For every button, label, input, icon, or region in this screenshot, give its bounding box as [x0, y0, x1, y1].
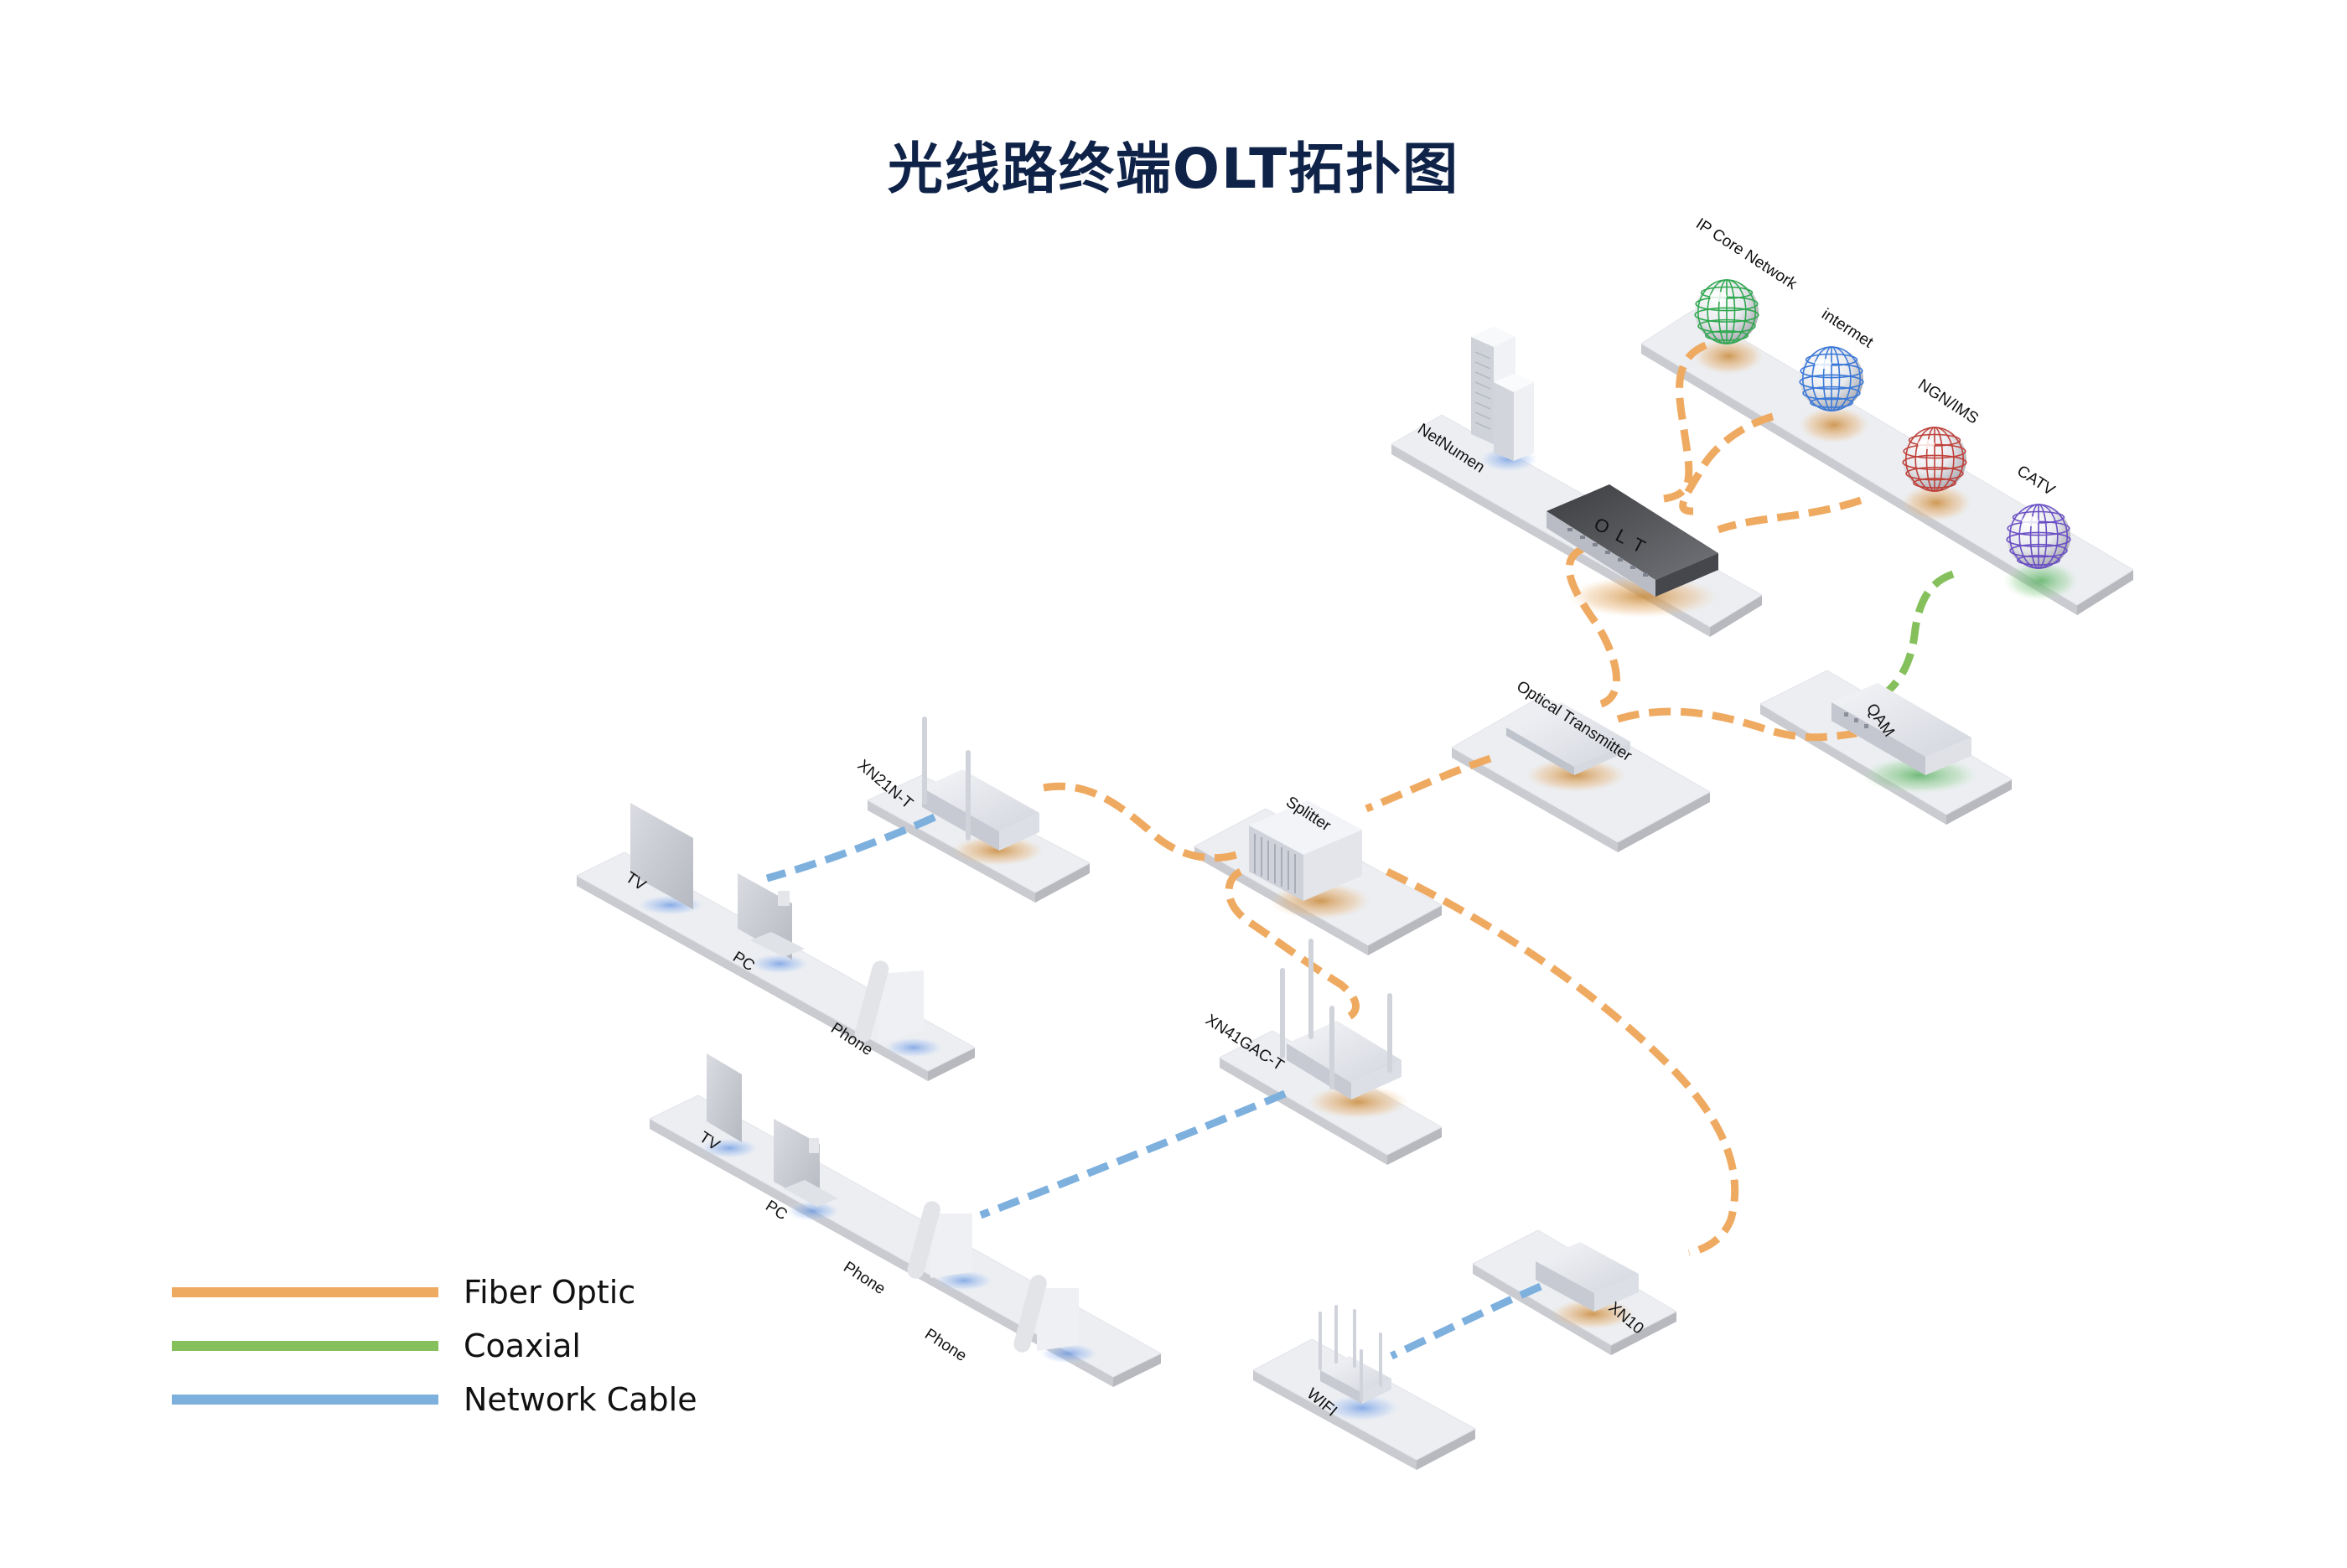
globe-internet[interactable]	[1799, 346, 1864, 411]
cable-optical-qam	[1616, 707, 1857, 742]
ont-box-icon[interactable]	[1536, 1242, 1639, 1312]
globe-grid-icon	[2006, 504, 2071, 569]
cable-internet-olt	[1679, 412, 1774, 515]
server-tower-icon[interactable]	[1471, 327, 1534, 461]
legend-item-network: Network Cable	[172, 1373, 697, 1426]
legend-label-coaxial: Coaxial	[464, 1327, 581, 1364]
optical-transmitter-icon[interactable]	[1506, 702, 1630, 775]
qam-device-icon[interactable]	[1831, 683, 1971, 775]
cable-ipcore-olt	[1663, 341, 1707, 503]
label-catv: CATV	[2013, 463, 2058, 500]
label-home2-phone-2: Phone	[921, 1326, 970, 1366]
glow-xn41gac-t	[1308, 1085, 1408, 1119]
router-2-antenna-icon[interactable]	[922, 717, 1039, 851]
legend-label-network: Network Cable	[464, 1381, 697, 1418]
home2-tv[interactable]	[707, 1053, 742, 1142]
cable-xn21nt-pc	[765, 813, 936, 882]
glow-qam	[1861, 757, 1978, 794]
glow-home2-tv	[700, 1138, 759, 1158]
globe-ngn-ims[interactable]	[1902, 427, 1967, 492]
home1-phone[interactable]	[852, 959, 924, 1044]
glow-home1-pc	[750, 954, 809, 974]
label-ngn-ims: NGN/IMS	[1914, 376, 1982, 428]
globe-catv[interactable]	[2006, 504, 2071, 569]
legend: Fiber Optic Coaxial Network Cable	[172, 1265, 697, 1426]
olt-switch-icon[interactable]: OLT	[1547, 484, 1718, 597]
home1-pc[interactable]	[738, 873, 805, 960]
cable-splitter-xn41gact	[1225, 867, 1360, 1022]
glow-ip-core	[1693, 338, 1764, 375]
legend-item-fiber: Fiber Optic	[172, 1265, 697, 1319]
home1-tv[interactable]	[630, 803, 693, 909]
globe-highlight	[1710, 292, 1727, 302]
home2-phone-1[interactable]	[905, 1199, 972, 1281]
cable-xn41gact-phone	[979, 1089, 1287, 1219]
router-4-antenna-icon[interactable]	[1280, 939, 1401, 1100]
glow-wifi	[1324, 1395, 1400, 1421]
globe-ip-core[interactable]	[1694, 279, 1759, 344]
glow-optical	[1526, 758, 1626, 792]
legend-swatch-network	[172, 1395, 438, 1405]
glow-ngn-ims	[1901, 484, 1971, 521]
splitter-icon[interactable]	[1249, 800, 1362, 901]
cable-splitter-xn10	[1386, 867, 1739, 1257]
glow-home2-phone-1	[935, 1270, 993, 1291]
diagram-title: 光线路终端OLT拓扑图	[887, 137, 1460, 201]
globe-grid-icon	[1694, 279, 1759, 344]
cable-optical-splitter	[1365, 754, 1492, 813]
glow-home1-phone	[884, 1038, 943, 1058]
cable-xn10-wifi	[1390, 1282, 1542, 1360]
label-home2-phone-1: Phone	[840, 1259, 889, 1299]
legend-swatch-coaxial	[172, 1341, 438, 1351]
label-ip-core: IP Core Network	[1692, 215, 1800, 294]
label-internet: intermet	[1818, 306, 1877, 352]
home2-phone-2[interactable]	[1012, 1273, 1079, 1354]
wifi-router-icon[interactable]	[1319, 1305, 1391, 1404]
legend-item-coaxial: Coaxial	[172, 1319, 697, 1373]
glow-xn10	[1551, 1299, 1635, 1329]
glow-home2-pc	[786, 1201, 840, 1221]
glow-xn21n-t	[951, 836, 1044, 866]
home2-pc[interactable]	[774, 1119, 838, 1207]
glow-catv	[2003, 561, 2079, 601]
legend-swatch-fiber	[172, 1287, 438, 1297]
glow-home1-tv	[637, 895, 704, 915]
legend-label-fiber: Fiber Optic	[464, 1274, 636, 1311]
cable-ngnims-olt	[1717, 496, 1863, 534]
globe-grid-icon	[1902, 427, 1967, 492]
cable-catv-qam	[1875, 570, 1955, 703]
glow-internet	[1799, 406, 1869, 443]
glow-olt	[1567, 576, 1718, 618]
globe-highlight	[1815, 359, 1831, 369]
globe-highlight	[1918, 439, 1935, 449]
cable-splitter-xn21nt	[1043, 782, 1238, 862]
globe-grid-icon	[1799, 346, 1864, 411]
globe-highlight	[2022, 516, 2039, 526]
